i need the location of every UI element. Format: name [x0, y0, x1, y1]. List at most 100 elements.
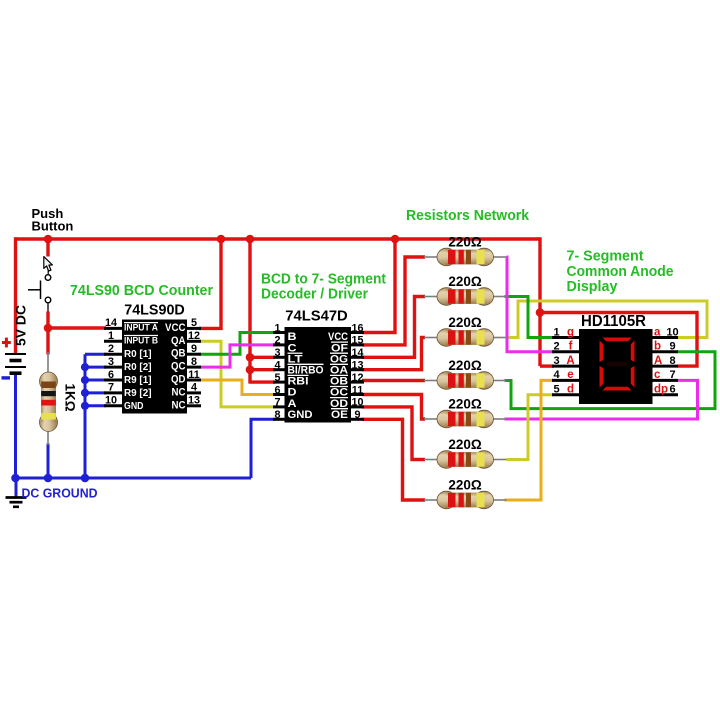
svg-text:C: C [288, 342, 297, 354]
svg-text:R0 [2]: R0 [2] [124, 361, 152, 373]
svg-text:14: 14 [105, 317, 117, 329]
svg-text:LT: LT [288, 353, 303, 365]
svg-text:220Ω: 220Ω [448, 397, 482, 412]
svg-text:2: 2 [274, 335, 280, 347]
svg-text:6: 6 [669, 384, 675, 396]
svg-text:9: 9 [354, 409, 360, 421]
svg-text:7: 7 [108, 382, 114, 394]
svg-text:6: 6 [274, 384, 280, 396]
svg-text:1: 1 [274, 322, 280, 334]
svg-text:13: 13 [188, 395, 200, 407]
svg-text:5: 5 [191, 317, 197, 329]
svg-text:7: 7 [669, 369, 675, 381]
svg-text:3: 3 [553, 355, 559, 367]
svg-text:220Ω: 220Ω [448, 437, 482, 452]
svg-text:7: 7 [274, 397, 280, 409]
svg-text:220Ω: 220Ω [448, 235, 482, 250]
svg-text:12: 12 [351, 372, 363, 384]
svg-text:HD1105R: HD1105R [581, 313, 646, 330]
svg-text:5: 5 [274, 372, 280, 384]
svg-text:Button: Button [32, 219, 74, 234]
svg-text:8: 8 [669, 355, 675, 367]
svg-text:1: 1 [553, 326, 559, 338]
svg-text:NC: NC [172, 399, 186, 411]
svg-text:A: A [654, 355, 662, 367]
svg-text:a: a [654, 326, 661, 338]
svg-text:OD: OD [330, 398, 348, 410]
svg-text:INPUT B: INPUT B [124, 335, 158, 345]
svg-text:220Ω: 220Ω [448, 358, 482, 373]
svg-text:A: A [566, 355, 574, 367]
svg-text:VCC: VCC [165, 322, 186, 334]
svg-text:9: 9 [669, 341, 675, 353]
svg-text:OC: OC [330, 387, 348, 399]
svg-text:Common Anode: Common Anode [567, 264, 674, 280]
svg-text:9: 9 [191, 343, 197, 355]
svg-text:QD: QD [171, 374, 186, 386]
svg-text:220Ω: 220Ω [448, 315, 482, 330]
svg-text:5V DC: 5V DC [13, 305, 29, 346]
svg-text:2: 2 [553, 341, 559, 353]
svg-text:OE: OE [331, 409, 348, 421]
svg-text:QB: QB [171, 348, 186, 360]
svg-text:10: 10 [105, 395, 117, 407]
svg-text:DC GROUND: DC GROUND [22, 486, 98, 501]
svg-text:6: 6 [108, 369, 114, 381]
svg-text:2: 2 [108, 343, 114, 355]
svg-text:8: 8 [274, 409, 280, 421]
svg-text:4: 4 [191, 382, 197, 394]
svg-text:D: D [288, 387, 297, 399]
svg-text:BI/RBO: BI/RBO [288, 365, 324, 377]
svg-text:15: 15 [351, 335, 363, 347]
svg-text:Resistors Network: Resistors Network [406, 208, 530, 224]
svg-text:74LS47D: 74LS47D [285, 309, 348, 325]
svg-text:QA: QA [171, 335, 186, 347]
svg-text:11: 11 [188, 369, 199, 381]
svg-text:R9 [2]: R9 [2] [124, 387, 152, 399]
svg-text:d: d [567, 384, 574, 396]
svg-text:10: 10 [666, 326, 678, 338]
svg-text:NC: NC [172, 386, 186, 398]
svg-text:3: 3 [108, 356, 114, 368]
svg-text:dp: dp [654, 384, 668, 396]
svg-text:12: 12 [188, 330, 200, 342]
svg-text:16: 16 [351, 322, 363, 334]
svg-text:OB: OB [330, 376, 348, 388]
svg-text:R9 [1]: R9 [1] [124, 374, 152, 386]
svg-text:VCC: VCC [328, 331, 348, 343]
svg-text:11: 11 [352, 384, 363, 396]
svg-text:220Ω: 220Ω [448, 478, 482, 493]
svg-text:Display: Display [567, 279, 618, 295]
svg-text:74LS90D: 74LS90D [124, 302, 185, 319]
svg-text:8: 8 [191, 356, 197, 368]
svg-text:5: 5 [553, 384, 559, 396]
svg-text:220Ω: 220Ω [448, 274, 482, 289]
svg-text:A: A [288, 398, 297, 410]
svg-text:QC: QC [171, 361, 186, 373]
svg-text:3: 3 [274, 347, 280, 359]
svg-text:Push: Push [32, 206, 64, 221]
svg-text:b: b [654, 341, 661, 353]
svg-text:OG: OG [330, 353, 348, 365]
svg-text:1: 1 [108, 330, 114, 342]
svg-text:1KΩ: 1KΩ [63, 383, 78, 411]
svg-text:10: 10 [351, 397, 363, 409]
svg-text:4: 4 [274, 360, 280, 372]
svg-text:Decoder / Driver: Decoder / Driver [261, 287, 368, 303]
svg-text:R0 [1]: R0 [1] [124, 348, 152, 360]
svg-text:74LS90 BCD Counter: 74LS90 BCD Counter [70, 283, 213, 299]
svg-text:OA: OA [330, 365, 348, 377]
svg-text:GND: GND [124, 400, 144, 412]
svg-text:GND: GND [288, 409, 313, 421]
svg-text:B: B [288, 331, 297, 343]
svg-text:13: 13 [351, 360, 363, 372]
svg-text:c: c [654, 369, 661, 381]
svg-text:RBI: RBI [288, 376, 309, 388]
svg-text:e: e [567, 369, 573, 381]
svg-text:INPUT A: INPUT A [124, 322, 158, 332]
svg-text:f: f [569, 341, 573, 353]
svg-text:g: g [567, 326, 574, 338]
svg-text:BCD to 7- Segment: BCD to 7- Segment [261, 272, 386, 288]
svg-text:14: 14 [351, 347, 363, 359]
svg-text:4: 4 [553, 369, 560, 381]
